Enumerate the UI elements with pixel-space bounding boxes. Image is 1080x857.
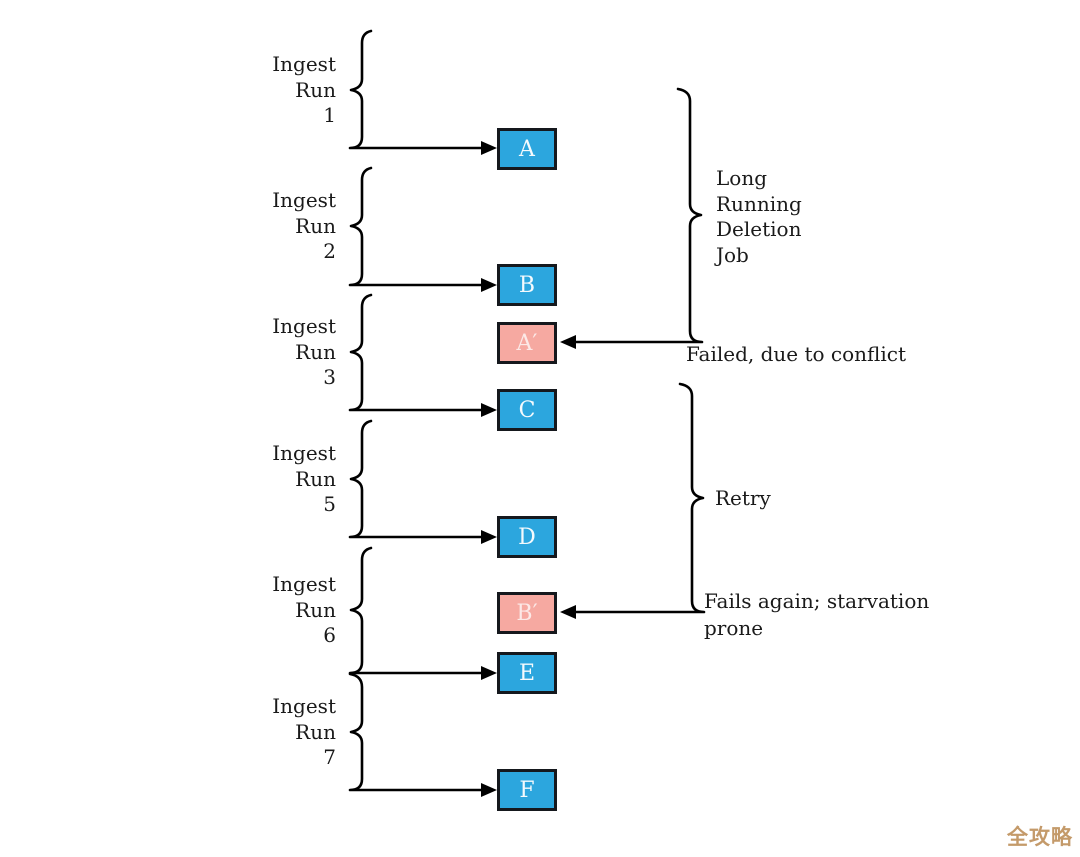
run-word: Run [295,719,336,744]
retry-label: Retry [715,486,771,510]
annotation-line: Running [716,191,802,216]
run-number: 1 [323,103,336,127]
run-word: Run [295,339,336,364]
ingest-run-2-label: Ingest Run 2 [256,188,336,265]
run-7-brace-arrow [348,672,484,792]
retry-arrowhead-icon [560,605,576,619]
run-5-brace-arrow [348,419,484,539]
ingest-run-7-label: Ingest Run 7 [256,694,336,771]
run-word: Ingest [272,188,336,212]
run-word: Run [295,213,336,238]
run-2-brace-arrow [348,166,484,287]
ingest-run-5-label: Ingest Run 5 [256,441,336,518]
run-number: 3 [323,365,336,389]
ingest-run-1-label: Ingest Run 1 [256,52,336,129]
run-number: 5 [323,492,336,516]
annotation-line: Fails again; starvation [704,589,930,613]
run-word: Run [295,466,336,491]
run-word: Ingest [272,52,336,76]
run-word: Run [295,77,336,102]
snapshot-box-e: E [497,652,557,694]
snapshot-box-f: F [497,769,557,811]
retry-brace-arrow [573,382,706,614]
run-1-brace-arrow [348,29,484,150]
run-6-arrowhead-icon [481,666,497,680]
snapshot-box-b: B [497,264,557,306]
deletion-job-arrowhead-icon [560,335,576,349]
run-word: Ingest [272,441,336,465]
run-7-arrowhead-icon [481,783,497,797]
run-word: Run [295,597,336,622]
snapshot-box-a: A [497,128,557,170]
run-2-arrowhead-icon [481,278,497,292]
ingest-run-3-label: Ingest Run 3 [256,314,336,391]
failed-conflict-label: Failed, due to conflict [686,342,906,366]
snapshot-box-d: D [497,516,557,558]
annotation-line: Deletion [716,217,802,241]
run-word: Ingest [272,572,336,596]
deletion-job-brace-arrow [573,87,704,344]
ingest-run-6-label: Ingest Run 6 [256,572,336,649]
run-5-arrowhead-icon [481,530,497,544]
run-number: 7 [323,745,336,769]
run-word: Ingest [272,694,336,718]
run-word: Ingest [272,314,336,338]
annotation-line: prone [704,615,764,640]
run-number: 2 [323,239,336,263]
snapshot-box-c: C [497,389,557,431]
long-running-deletion-job-label: Long Running Deletion Job [716,166,802,268]
run-number: 6 [323,623,336,647]
fails-again-label: Fails again; starvation prone [704,588,929,641]
annotation-line: Job [716,242,749,267]
annotation-line: Long [716,166,768,190]
run-1-arrowhead-icon [481,141,497,155]
run-3-brace-arrow [348,293,484,412]
run-6-brace-arrow [348,546,484,675]
watermark: 全攻略 [1007,825,1073,849]
run-3-arrowhead-icon [481,403,497,417]
snapshot-box-b-prime: B′ [497,592,557,634]
snapshot-box-a-prime: A′ [497,322,557,364]
